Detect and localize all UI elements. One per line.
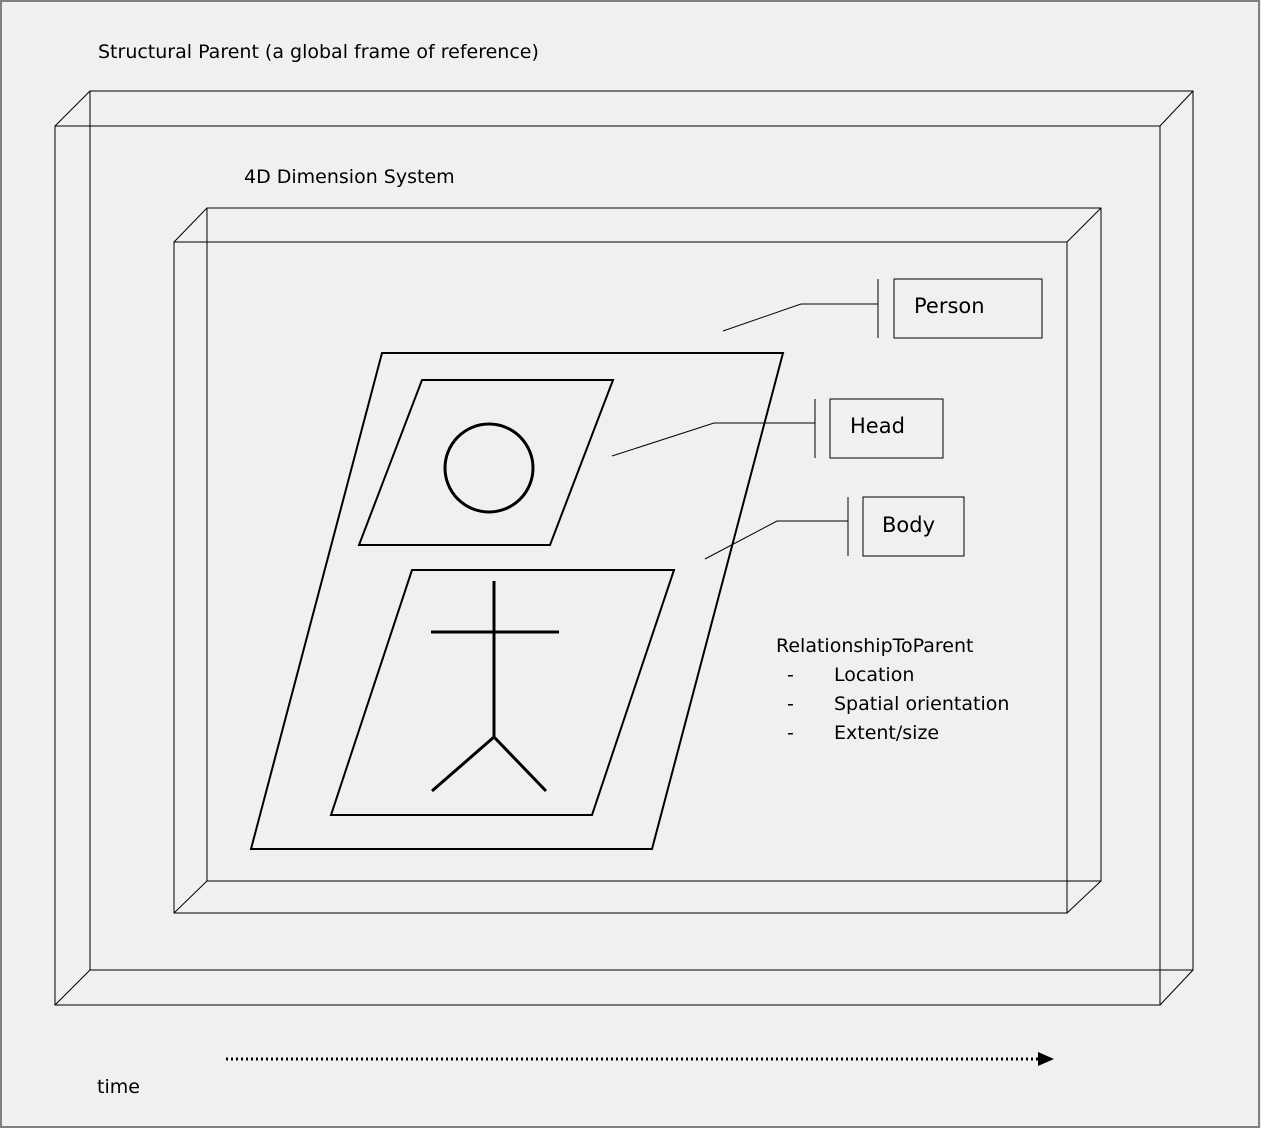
relationship-title: RelationshipToParent	[776, 635, 973, 657]
time-label: time	[97, 1076, 140, 1098]
dimension-system-box	[173, 207, 1102, 914]
body-label-box	[862, 496, 965, 557]
person-label: Person	[914, 294, 985, 318]
time-arrowhead	[1038, 1052, 1054, 1066]
relationship-item-extent: Extent/size	[834, 722, 939, 744]
structural-parent-box	[54, 90, 1194, 1006]
head-label: Head	[850, 414, 905, 438]
head-frame	[357, 379, 615, 546]
structural-parent-title: Structural Parent (a global frame of ref…	[98, 41, 539, 63]
stick-figure	[431, 581, 559, 793]
body-label: Body	[882, 513, 935, 537]
person-frame	[249, 352, 785, 850]
person-label-box	[893, 278, 1043, 339]
relationship-list: RelationshipToParent - Location - Spatia…	[776, 635, 1009, 744]
relationship-dash-2: -	[787, 693, 794, 715]
head-callout: Head	[611, 398, 944, 459]
time-arrow	[226, 1052, 1054, 1066]
dimension-system-title: 4D Dimension System	[244, 166, 455, 188]
body-frame	[329, 569, 676, 816]
person-callout: Person	[722, 278, 1043, 339]
relationship-item-orientation: Spatial orientation	[834, 693, 1009, 715]
relationship-item-location: Location	[834, 664, 914, 686]
relationship-dash-3: -	[787, 722, 794, 744]
relationship-dash-1: -	[787, 664, 794, 686]
head-circle	[443, 422, 535, 514]
body-callout: Body	[704, 496, 965, 560]
head-label-box	[829, 398, 944, 459]
